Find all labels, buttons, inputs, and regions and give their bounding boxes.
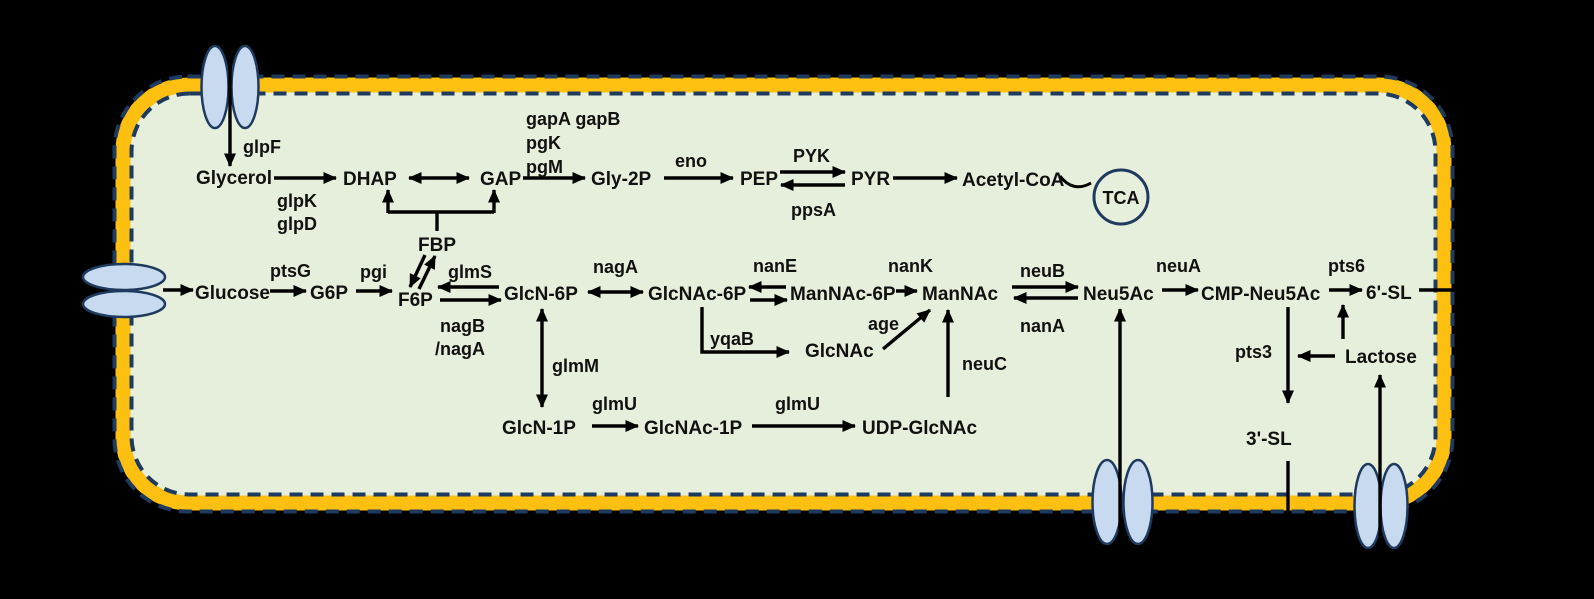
- transporter-subunit: [200, 44, 230, 130]
- enzyme-age: age: [868, 314, 899, 334]
- transporter-subunit: [1122, 458, 1154, 546]
- metabolite-glucose: Glucose: [195, 283, 270, 304]
- enzyme-nank: nanK: [888, 256, 933, 276]
- metabolite-gap: GAP: [480, 169, 522, 190]
- arrow-f6p-to-fbp: [417, 255, 437, 290]
- enzyme-nana: nanA: [1020, 316, 1065, 336]
- enzyme-glmu-1: glmU: [592, 394, 637, 414]
- enzyme-pts3: pts3: [1235, 342, 1272, 362]
- metabolite-fbp: FBP: [418, 235, 456, 256]
- lactose-transporter: [1353, 462, 1409, 550]
- metabolite-acetyl-coa: Acetyl-CoA: [962, 170, 1065, 191]
- enzyme-eno: eno: [675, 151, 707, 171]
- enzyme-pts6: pts6: [1328, 256, 1365, 276]
- enzyme-nane: nanE: [753, 256, 797, 276]
- enzyme-yqab: yqaB: [710, 329, 754, 349]
- metabolite-3sl: 3'-SL: [1246, 429, 1292, 450]
- transporter-subunit: [230, 44, 260, 130]
- tca-cycle-circle: [1092, 168, 1150, 226]
- arrow-glcnac6p-to-glcnac-yqab: [700, 307, 790, 358]
- metabolite-gly2p: Gly-2P: [591, 169, 652, 190]
- metabolite-dhap: DHAP: [343, 169, 397, 190]
- enzyme-naga: nagA: [593, 257, 638, 277]
- metabolite-mannac6p: ManNAc-6P: [790, 284, 896, 305]
- metabolite-6sl: 6'-SL: [1366, 283, 1412, 304]
- enzyme-pgm: pgM: [526, 157, 563, 177]
- arrow-glcnac-to-mannac-age: [881, 308, 932, 351]
- enzyme-pgk: pgK: [526, 133, 561, 153]
- metabolite-pep: PEP: [740, 169, 778, 190]
- metabolite-pyr: PYR: [851, 169, 890, 190]
- metabolite-mannac: ManNAc: [922, 284, 998, 305]
- arrow-fbp-to-f6p: [408, 254, 427, 288]
- metabolite-labels: Glycerol DHAP GAP Gly-2P PEP PYR Acetyl-…: [195, 168, 1417, 450]
- transporter-subunit: [1379, 462, 1409, 550]
- enzyme-glmm: glmM: [552, 356, 599, 376]
- metabolite-udp-glcnac: UDP-GlcNAc: [862, 418, 978, 439]
- enzyme-neub: neuB: [1020, 261, 1065, 281]
- metabolite-neu5ac: Neu5Ac: [1083, 284, 1154, 305]
- label-tca: TCA: [1103, 188, 1140, 208]
- metabolite-g6p: G6P: [310, 283, 348, 304]
- metabolite-f6p: F6P: [398, 290, 433, 311]
- metabolite-glcn1p: GlcN-1P: [502, 418, 576, 439]
- enzyme-nagb: nagB: [440, 316, 485, 336]
- enzyme-glpd: glpD: [277, 214, 317, 234]
- transporter-subunit: [81, 262, 167, 292]
- metabolite-glcn6p: GlcN-6P: [504, 284, 578, 305]
- enzyme-neuc: neuC: [962, 354, 1007, 374]
- enzyme-glpk: glpK: [277, 191, 317, 211]
- transporter-subunit: [1353, 462, 1383, 550]
- neu5ac-transporter: [1091, 458, 1154, 546]
- enzyme-neua: neuA: [1156, 256, 1201, 276]
- enzyme-ppsa: ppsA: [791, 200, 836, 220]
- enzyme-glms: glmS: [448, 262, 492, 282]
- metabolite-glycerol: Glycerol: [196, 168, 272, 189]
- reaction-arrows: [163, 50, 1468, 546]
- enzyme-pgi: pgi: [360, 262, 387, 282]
- metabolite-glcnac1p: GlcNAc-1P: [644, 418, 743, 439]
- enzyme-ptsg: ptsG: [270, 261, 311, 281]
- transporter-subunit: [81, 289, 167, 319]
- curve-acetylcoa-to-tca: [1058, 175, 1092, 189]
- enzyme-pyk: PYK: [793, 146, 830, 166]
- enzyme-gapa-gapb: gapA gapB: [526, 109, 620, 129]
- metabolite-glcnac: GlcNAc: [805, 341, 874, 362]
- enzyme-naga-alt: /nagA: [435, 339, 485, 359]
- metabolite-glcnac6p: GlcNAc-6P: [648, 284, 747, 305]
- glucose-transporter: [81, 262, 167, 319]
- enzyme-glmu-2: glmU: [775, 394, 820, 414]
- metabolite-lactose: Lactose: [1345, 347, 1417, 368]
- transporter-subunit: [1091, 458, 1123, 546]
- enzyme-glpf: glpF: [243, 137, 281, 157]
- enzyme-labels: glpF glpK glpD gapA gapB pgK pgM eno PYK…: [243, 109, 1365, 414]
- metabolite-cmp-neu5ac: CMP-Neu5Ac: [1201, 284, 1321, 305]
